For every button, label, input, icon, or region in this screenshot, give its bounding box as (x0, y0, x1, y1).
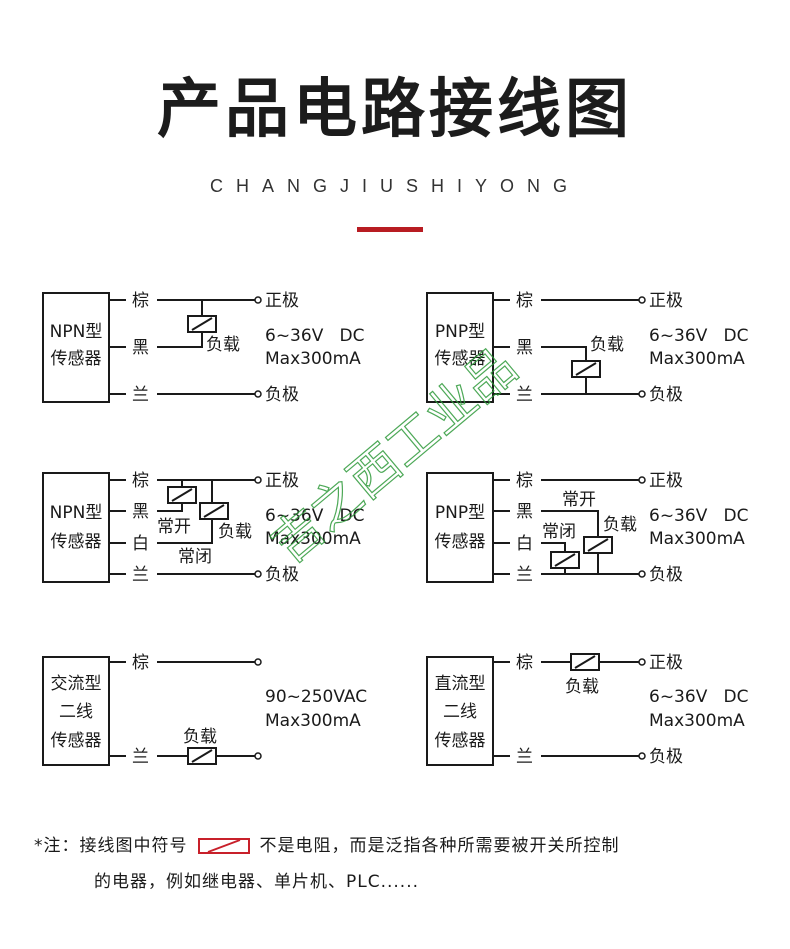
normally-open-label: 常开 (157, 517, 191, 537)
sensor-label: PNP型 (435, 322, 485, 342)
footnote-line1: *注：接线图中符号 不是电阻，而是泛指各种所需要被开关所控制 (34, 831, 620, 856)
wire-label-white: 白 (516, 534, 533, 554)
voltage-spec: 6~36V DC (265, 326, 365, 346)
current-spec: Max300mA (649, 529, 745, 549)
sensor-label: 直流型 (435, 674, 486, 694)
sensor-box (42, 292, 110, 403)
wire-label-black: 黑 (516, 502, 533, 522)
sensor-label: 二线 (443, 702, 477, 722)
sensor-label: NPN型 (50, 322, 103, 342)
normally-open-label: 常开 (562, 490, 596, 510)
negative-terminal-label: 负极 (649, 747, 683, 767)
negative-terminal-label: 负极 (649, 385, 683, 405)
panel-npn-3wire: NPN型 传感器 棕 黑 兰 负载 正极 负极 6~36V DC Max300m… (42, 291, 365, 405)
wire-label-brown: 棕 (516, 291, 533, 311)
wire-label-white: 白 (132, 534, 149, 554)
positive-terminal-label: 正极 (265, 471, 299, 491)
page-subtitle: CHANGJIUSHIYONG (209, 176, 581, 196)
sensor-label: 传感器 (51, 532, 102, 552)
title-underline (357, 227, 423, 232)
load-label: 负载 (590, 335, 624, 355)
positive-terminal-label: 正极 (649, 471, 683, 491)
footnote-prefix: *注：接线图中符号 (34, 836, 188, 856)
sensor-label: 传感器 (51, 731, 102, 751)
load-symbol (167, 486, 197, 504)
wire-label-brown: 棕 (132, 653, 149, 673)
sensor-label: 传感器 (435, 731, 486, 751)
watermark: 吉之西工业品 (260, 337, 527, 574)
wire-label-brown: 棕 (132, 471, 149, 491)
voltage-spec: 6~36V DC (649, 687, 749, 707)
wire-label-blue: 兰 (516, 565, 533, 585)
load-symbol (571, 360, 601, 378)
negative-terminal-label: 负极 (649, 565, 683, 585)
footnote-suffix: 不是电阻，而是泛指各种所需要被开关所控制 (259, 836, 620, 856)
load-symbol (187, 747, 217, 765)
current-spec: Max300mA (265, 349, 361, 369)
sensor-label: 传感器 (435, 532, 486, 552)
load-label: 负载 (565, 677, 599, 697)
load-symbol (583, 536, 613, 554)
wire-label-blue: 兰 (132, 565, 149, 585)
load-symbol (550, 551, 580, 569)
wire-label-brown: 棕 (516, 471, 533, 491)
current-spec: Max300mA (265, 711, 361, 731)
wire-label-blue: 兰 (132, 385, 149, 405)
voltage-spec: 6~36V DC (649, 506, 749, 526)
voltage-spec: 6~36V DC (265, 506, 365, 526)
wire-label-blue: 兰 (516, 747, 533, 767)
sensor-label: 传感器 (51, 349, 102, 369)
load-symbol (570, 653, 600, 671)
voltage-spec: 6~36V DC (649, 326, 749, 346)
sensor-label: PNP型 (435, 503, 485, 523)
page-title: 产品电路接线图 (157, 73, 633, 147)
normally-closed-label: 常闭 (178, 547, 212, 567)
load-label: 负载 (183, 727, 217, 747)
current-spec: Max300mA (649, 349, 745, 369)
wire-label-blue: 兰 (132, 747, 149, 767)
load-label: 负载 (218, 522, 252, 542)
positive-terminal-label: 正极 (265, 291, 299, 311)
panel-dc-2wire: 直流型 二线 传感器 棕 兰 负载 正极 负极 6~36V DC Max300m… (426, 653, 749, 767)
wire-label-brown: 棕 (132, 291, 149, 311)
panel-pnp-4wire: PNP型 传感器 棕 黑 白 兰 常开 常闭 负载 正极 负极 6~36V DC… (426, 471, 749, 585)
wire-label-blue: 兰 (516, 385, 533, 405)
normally-closed-label: 常闭 (542, 522, 576, 542)
load-label: 负载 (603, 515, 637, 535)
wire-label-black: 黑 (516, 338, 533, 358)
sensor-label: 二线 (59, 702, 93, 722)
load-symbol (187, 315, 217, 333)
positive-terminal-label: 正极 (649, 291, 683, 311)
sensor-label: 传感器 (435, 349, 486, 369)
negative-terminal-label: 负极 (265, 565, 299, 585)
wire-label-black: 黑 (132, 502, 149, 522)
panel-pnp-3wire: PNP型 传感器 棕 黑 兰 负载 正极 负极 6~36V DC Max300m… (426, 291, 749, 405)
load-symbol-icon (197, 838, 250, 854)
wire-label-brown: 棕 (516, 653, 533, 673)
positive-terminal-label: 正极 (649, 653, 683, 673)
sensor-label: NPN型 (50, 503, 103, 523)
voltage-spec: 90~250VAC (265, 687, 367, 707)
wire-label-black: 黑 (132, 338, 149, 358)
panel-npn-4wire: NPN型 传感器 棕 黑 白 兰 常开 负载 常闭 正极 负极 6~36V DC… (42, 471, 365, 585)
load-label: 负载 (206, 335, 240, 355)
load-symbol (199, 502, 229, 520)
sensor-label: 交流型 (51, 674, 102, 694)
panel-ac-2wire: 交流型 二线 传感器 棕 兰 负载 90~250VAC Max300mA (42, 653, 367, 767)
negative-terminal-label: 负极 (265, 385, 299, 405)
current-spec: Max300mA (649, 711, 745, 731)
footnote-line2: 的电器，例如继电器、单片机、PLC...... (94, 872, 420, 892)
current-spec: Max300mA (265, 529, 361, 549)
